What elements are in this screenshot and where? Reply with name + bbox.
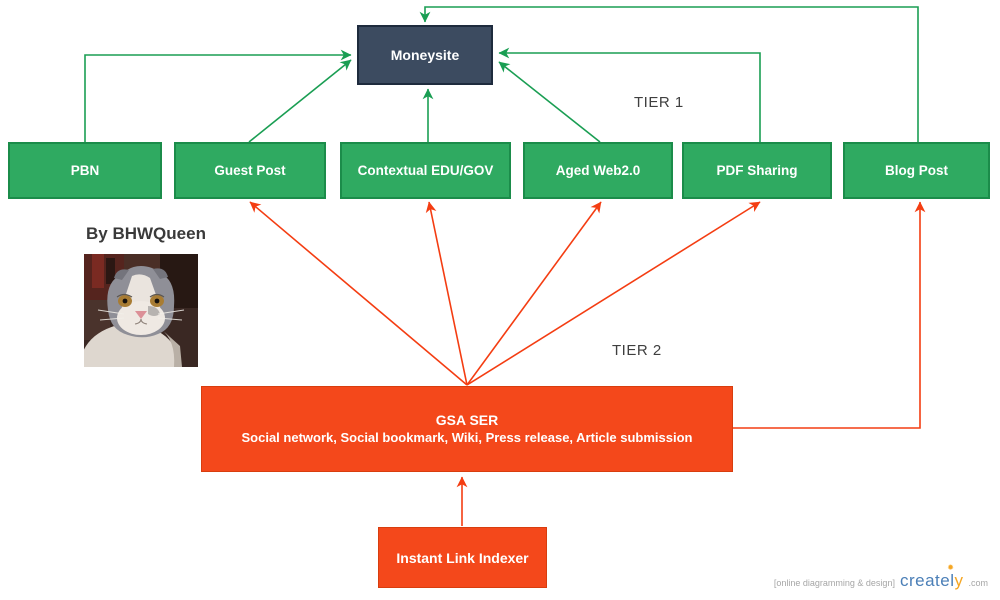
creately-sun-icon: ✹ bbox=[947, 563, 955, 572]
creately-logo-y: y bbox=[954, 571, 964, 590]
node-blog-post-label: Blog Post bbox=[885, 163, 948, 178]
watermark-domain: .com bbox=[968, 578, 988, 588]
creately-logo-text: createl bbox=[899, 571, 955, 590]
node-moneysite-label: Moneysite bbox=[390, 47, 460, 63]
gsa-ser-title: GSA SER bbox=[435, 412, 499, 429]
node-gsa-ser: GSA SER Social network, Social bookmark,… bbox=[201, 386, 733, 472]
edge-blogpost-to-moneysite bbox=[419, 6, 919, 142]
node-contextual-edu-gov: Contextual EDU/GOV bbox=[340, 142, 511, 199]
edge-gsa-to-guestpost bbox=[249, 201, 468, 386]
edge-pdfsharing-to-moneysite bbox=[498, 47, 761, 142]
node-instant-link-indexer: Instant Link Indexer bbox=[378, 527, 547, 588]
cat-whiskers bbox=[97, 309, 185, 321]
node-pdf-sharing-label: PDF Sharing bbox=[716, 163, 798, 178]
edge-gsa-to-contextual bbox=[425, 201, 468, 386]
edge-gsa-to-agedweb bbox=[466, 201, 602, 386]
node-guest-post-label: Guest Post bbox=[214, 163, 286, 178]
edge-agedweb-to-moneysite bbox=[498, 61, 601, 143]
creately-watermark[interactable]: [online diagramming & design] ✹creately … bbox=[773, 563, 988, 591]
node-instant-link-indexer-label: Instant Link Indexer bbox=[396, 549, 529, 566]
node-pbn: PBN bbox=[8, 142, 162, 199]
node-contextual-edu-gov-label: Contextual EDU/GOV bbox=[357, 163, 494, 178]
tier2-label: TIER 2 bbox=[612, 342, 662, 359]
cat-ear bbox=[114, 269, 129, 280]
node-moneysite: Moneysite bbox=[357, 25, 493, 85]
node-guest-post: Guest Post bbox=[174, 142, 326, 199]
author-credit: By BHWQueen bbox=[86, 224, 206, 243]
cat-head bbox=[97, 266, 185, 338]
edge-pbn-to-moneysite bbox=[84, 49, 352, 142]
edge-guestpost-to-moneysite bbox=[248, 59, 352, 143]
node-aged-web20: Aged Web2.0 bbox=[523, 142, 673, 199]
creately-logo[interactable]: ✹creately bbox=[899, 563, 964, 591]
gsa-ser-subtitle: Social network, Social bookmark, Wiki, P… bbox=[241, 429, 693, 445]
cat-nose bbox=[135, 311, 147, 319]
tier1-label: TIER 1 bbox=[634, 94, 684, 111]
node-pdf-sharing: PDF Sharing bbox=[682, 142, 832, 199]
node-blog-post: Blog Post bbox=[843, 142, 990, 199]
edge-gsa-to-blogpost bbox=[733, 201, 926, 429]
node-pbn-label: PBN bbox=[70, 163, 100, 178]
node-aged-web20-label: Aged Web2.0 bbox=[555, 163, 641, 178]
cat-eyes bbox=[116, 293, 165, 307]
cat-photo bbox=[84, 254, 198, 367]
watermark-tagline: [online diagramming & design] bbox=[773, 578, 895, 588]
cat-ear bbox=[153, 268, 168, 279]
